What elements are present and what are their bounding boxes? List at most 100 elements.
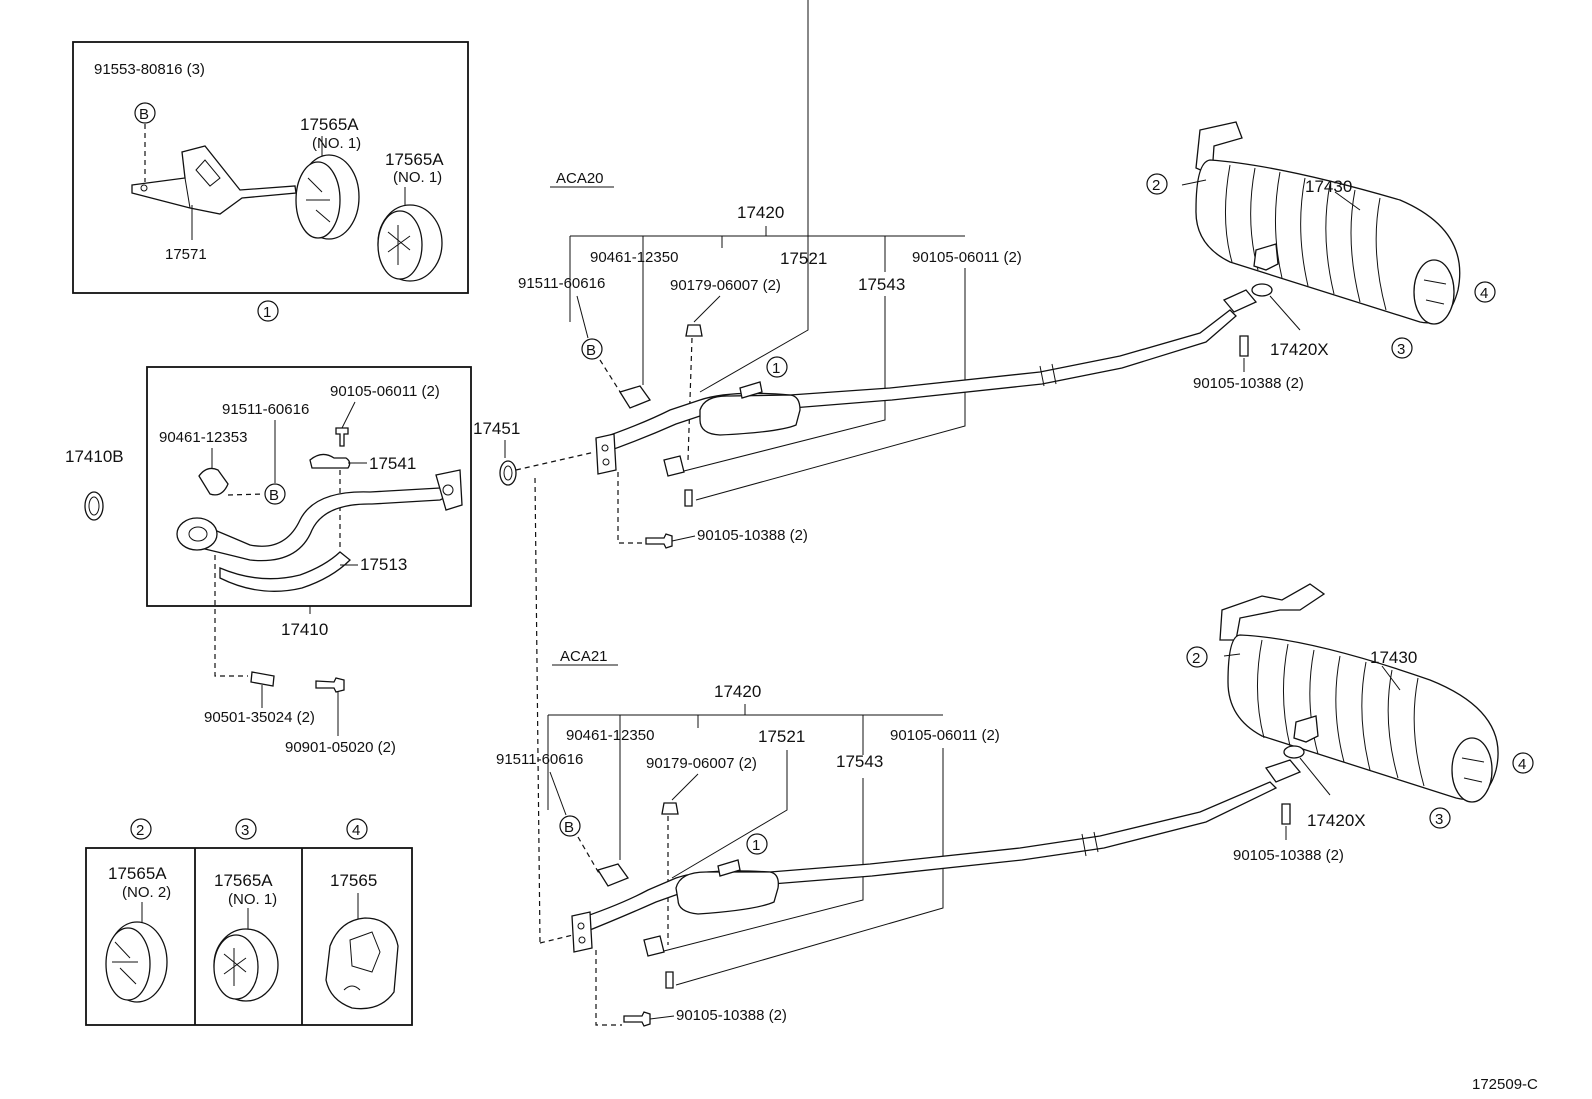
leader-aca21-b-dash (577, 836, 601, 876)
callout-b-front-pipe: B (264, 483, 286, 505)
label-fp-spring: 90501-35024 (2) (204, 709, 315, 726)
label-aca20-clamp: 90461-12350 (590, 249, 678, 266)
callout-1-aca21: 1 (746, 833, 768, 855)
fp-insulator-drawing (219, 551, 351, 592)
aca21-muffler-drawing (1219, 583, 1499, 803)
callout-4-aca21: 4 (1512, 752, 1534, 774)
label-c3-sub: (NO. 1) (228, 891, 277, 908)
label-aca21-pipe: 17521 (758, 727, 805, 746)
cushion-a-drawing (295, 154, 360, 240)
svg-text:B: B (564, 819, 574, 836)
callout-b-aca20: B (581, 338, 603, 360)
aca21-assembly-bracket (547, 704, 943, 860)
callout-2-inset: 2 (130, 818, 152, 840)
svg-text:1: 1 (263, 304, 271, 321)
aca20-pipe-drawing (595, 289, 1258, 507)
label-gasket-mid: 17451 (473, 419, 520, 438)
leader-aca20-gasket-rear (1269, 295, 1301, 331)
leader-aca20-b-dash (599, 359, 623, 396)
leader-aca20-nut (693, 295, 721, 323)
fp-clamp-drawing (198, 467, 229, 496)
hanger-bracket-drawing (131, 145, 297, 215)
leader-aca21-nut (671, 773, 699, 801)
leader-aca21-bolt-front (649, 1015, 675, 1020)
leader-aca21-pipe (671, 750, 788, 879)
svg-text:4: 4 (1480, 285, 1488, 302)
label-c2-sub: (NO. 2) (122, 884, 171, 901)
label-aca20-assembly: 17420 (737, 203, 784, 222)
callout-b-hanger: B (134, 102, 156, 124)
svg-text:3: 3 (1435, 811, 1443, 828)
aca21-bolt-rear-drawing (1281, 803, 1291, 825)
leader-aca20-bracket (679, 296, 886, 473)
inset-hanger-box (72, 41, 469, 294)
label-fp-clamp-bolt: 91511-60616 (222, 401, 309, 418)
label-diagram-id: 172509-C (1472, 1076, 1538, 1093)
label-aca20-gasket-rear: 17420X (1270, 340, 1329, 359)
svg-text:2: 2 (1192, 650, 1200, 667)
label-aca20-pipe: 17521 (780, 249, 827, 268)
leader-aca21-muffler (1381, 665, 1401, 691)
gasket-17410b-drawing (84, 491, 104, 521)
callout-2-aca21: 2 (1186, 646, 1208, 668)
callout-4-inset: 4 (346, 818, 368, 840)
aca20-assembly-bracket (569, 226, 965, 385)
joint-dash-vertical (534, 477, 541, 944)
label-aca21-bracket: 17543 (836, 752, 883, 771)
label-cushion-a-sub: (NO. 1) (312, 135, 361, 152)
cushion-2-drawing (105, 921, 168, 1003)
aca20-bolt-rear-drawing (1239, 335, 1249, 357)
label-aca20-nut: 90179-06007 (2) (670, 277, 781, 294)
leader-aca20-front-dash (617, 472, 644, 544)
label-c3-part: 17565A (214, 871, 273, 890)
label-aca21-bolt-rear: 90105-10388 (2) (1233, 847, 1344, 864)
aca20-muffler-drawing (1181, 121, 1461, 325)
label-fp-bolt: 90105-06011 (2) (330, 383, 440, 400)
leader-aca21-clamp-bolt (549, 771, 567, 816)
callout-1-inset: 1 (257, 300, 279, 322)
leader-aca20-bolt-front (671, 535, 696, 542)
leader-aca21-gasket-rear (1299, 757, 1331, 796)
callout-1-aca20: 1 (766, 356, 788, 378)
label-fp-clamp: 90461-12353 (159, 429, 247, 446)
gasket-17451-drawing (499, 460, 517, 486)
callout-2-aca20: 2 (1146, 173, 1168, 195)
label-aca21-nut: 90179-06007 (2) (646, 755, 757, 772)
label-fp-gasket: 17410B (65, 447, 124, 466)
aca21-pipe-drawing (571, 759, 1302, 989)
leader-fp-clamp-dash (227, 493, 265, 496)
label-hanger-bolt: 91553-80816 (3) (94, 61, 205, 78)
fp-bolt-drawing (335, 427, 349, 447)
cushion-4-drawing (325, 917, 399, 1010)
aca21-nut-drawing (661, 802, 679, 815)
label-aca21-clamp-bolt: 91511-60616 (496, 751, 583, 768)
label-fp-bolt-lower: 90901-05020 (2) (285, 739, 396, 756)
leader-aca21-front-dash (595, 950, 622, 1026)
svg-text:B: B (269, 487, 279, 504)
leader-aca21-bracket (659, 778, 864, 953)
label-aca21-bolt-front: 90105-10388 (2) (676, 1007, 787, 1024)
svg-text:B: B (139, 106, 149, 123)
leader-aca20-nut-dash (687, 337, 693, 461)
label-cushion-a: 17565A (300, 115, 359, 134)
fp-bolt-lower-drawing (315, 677, 345, 693)
joint-dash-aca21 (539, 934, 574, 944)
callout-b-aca21: B (559, 815, 581, 837)
label-variant-aca21: ACA21 (560, 648, 608, 665)
label-aca20-clamp-bolt: 91511-60616 (518, 275, 605, 292)
cushion-b-drawing (377, 204, 443, 282)
leader-aca20-muffler (1334, 191, 1361, 211)
svg-text:2: 2 (136, 822, 144, 839)
label-c2-part: 17565A (108, 864, 167, 883)
svg-text:3: 3 (241, 822, 249, 839)
cushion-3-drawing (213, 928, 279, 1002)
label-aca20-bolt-rear: 90105-10388 (2) (1193, 375, 1304, 392)
aca21-gasket-rear-drawing (1283, 745, 1305, 759)
aca20-bolt-front-drawing (645, 533, 673, 549)
label-cushion-b: 17565A (385, 150, 444, 169)
svg-text:3: 3 (1397, 341, 1405, 358)
leader-fp-spring-dash (214, 555, 248, 677)
svg-text:4: 4 (1518, 756, 1526, 773)
